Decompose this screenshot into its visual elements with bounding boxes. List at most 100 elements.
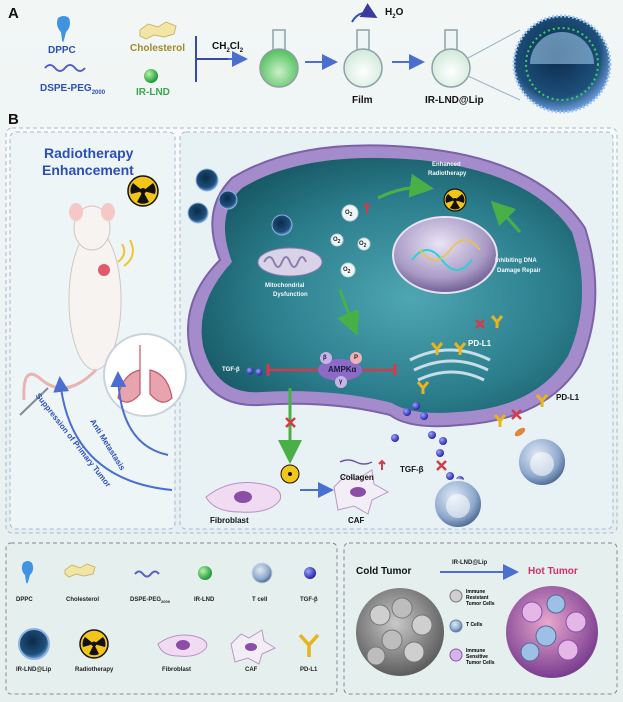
oxygen-bubble	[341, 204, 359, 222]
legend-t-cell-icon	[251, 562, 273, 584]
beta-label: β	[323, 355, 327, 361]
p-label: P	[354, 355, 359, 361]
legend-label-dspe-peg: DSPE-PEG2000	[130, 597, 170, 605]
enhanced-line1: Enhanced	[432, 162, 461, 168]
fibroblast-icon	[205, 482, 282, 513]
block-icon	[475, 319, 485, 329]
panel-a-label: A	[8, 5, 19, 22]
cholesterol-icon	[139, 21, 177, 40]
enhanced-line2: Radiotherapy	[428, 171, 467, 177]
caf-icon	[333, 469, 390, 515]
legend-label-cholesterol: Cholesterol	[66, 597, 100, 603]
legend-ir-lnd-icon	[198, 566, 212, 580]
ampk-label: AMPKα	[328, 365, 357, 374]
liposome-particle	[218, 190, 238, 210]
legend-label-ir-lnd: IR-LND	[194, 597, 215, 603]
left-title-line2: Enhancement	[42, 162, 134, 178]
dspe-peg-label: DSPE-PEG2000	[40, 83, 106, 97]
oxygen-bubble	[357, 237, 371, 251]
liposome-icon	[512, 14, 612, 114]
anti-metastasis-arrow	[110, 371, 169, 456]
o2-label: O2	[333, 237, 341, 246]
suppression-arrow	[53, 376, 173, 491]
zoom-lines	[467, 29, 521, 101]
o2-label: O2	[359, 241, 367, 250]
dppc-icon	[57, 16, 70, 42]
ir-lnd-label: IR-LND	[136, 87, 170, 98]
legend-label-fibroblast: Fibroblast	[162, 667, 192, 673]
sensitive-cell-icon	[449, 648, 463, 662]
hot-tumor-label: Hot Tumor	[528, 566, 578, 577]
block-icon	[511, 409, 522, 420]
panel-b-label: B	[8, 111, 19, 128]
inhibiting-line2: Damage Repair	[497, 268, 541, 274]
caf-label: CAF	[348, 516, 365, 525]
dspe-peg-icon	[44, 64, 86, 72]
water-label: H2O	[385, 7, 404, 21]
radiation-icon	[443, 188, 467, 212]
arrow-label: IR-LND@Lip	[452, 560, 488, 566]
mouse-icon	[22, 203, 122, 401]
liposome-particle	[271, 214, 293, 236]
pd-l1-icon	[416, 315, 549, 427]
legend-label-liposome: IR-LND@Lip	[16, 667, 52, 673]
left-title-line1: Radiotherapy	[44, 145, 134, 161]
fibroblast-label: Fibroblast	[210, 516, 249, 525]
oxygen-bubble	[330, 233, 344, 247]
film-label: Film	[352, 95, 373, 106]
cold-tumor-label: Cold Tumor	[356, 566, 412, 577]
block-icon	[285, 417, 296, 428]
flask-film-icon	[343, 29, 383, 88]
inhibiting-line1: Inhibiting DNA	[495, 258, 537, 264]
legend-label-t-cell: T cell	[252, 597, 268, 603]
legend-tgf-beta-icon	[304, 567, 316, 579]
legend-caf-icon	[230, 629, 277, 665]
legend-dspe-peg-icon	[134, 570, 160, 578]
t-cells-label: T Cells	[466, 622, 483, 628]
resistant-cell-icon	[449, 589, 463, 603]
legend-fibroblast-icon	[157, 634, 208, 657]
product-label: IR-LND@Lip	[425, 95, 484, 106]
o2-label: O2	[345, 210, 353, 219]
t-cell-icon	[517, 437, 567, 487]
dppc-label: DPPC	[48, 45, 76, 56]
tgf-outside-label: TGF-β	[400, 465, 424, 474]
radiation-icon	[280, 464, 300, 484]
nucleus-icon	[392, 216, 498, 294]
liposome-particle	[195, 168, 219, 192]
flask-product-icon	[431, 29, 471, 88]
liposome-particle	[187, 202, 209, 224]
t-cell-small-icon	[449, 619, 463, 633]
legend-radiation-icon	[79, 629, 109, 659]
water-arrow	[351, 3, 378, 23]
block-icon	[436, 460, 447, 471]
tgf-inside-label: TGF-β	[222, 367, 240, 373]
pdl1-outside-label: PD-L1	[556, 393, 580, 402]
flask-icon	[259, 29, 299, 88]
gamma-label: γ	[339, 379, 343, 385]
ir-lnd-icon	[144, 69, 158, 83]
t-cell-icon	[433, 479, 483, 529]
o2-label: O2	[343, 267, 351, 276]
legend-pd-l1-icon	[298, 633, 320, 657]
hot-tumor-cluster	[506, 586, 598, 678]
ampk-complex	[318, 352, 362, 388]
mitochondrion-icon	[257, 247, 323, 277]
collagen-label: Collagen	[340, 473, 374, 482]
legend-label-tgf-beta: TGF-β	[300, 597, 318, 603]
oxygen-bubble	[340, 262, 356, 278]
legend-label-caf: CAF	[245, 667, 258, 673]
golgi-icon	[409, 348, 491, 382]
lung-icon	[103, 333, 187, 417]
legend-liposome-icon	[18, 628, 50, 660]
radiation-waves	[117, 239, 134, 267]
mito-line1: Mitochondrial	[265, 283, 305, 289]
cold-tumor-cluster	[356, 588, 444, 676]
legend-label-radiotherapy: Radiotherapy	[75, 667, 114, 673]
legend-cholesterol-icon	[64, 563, 96, 578]
mito-line2: Dysfunction	[273, 292, 308, 298]
